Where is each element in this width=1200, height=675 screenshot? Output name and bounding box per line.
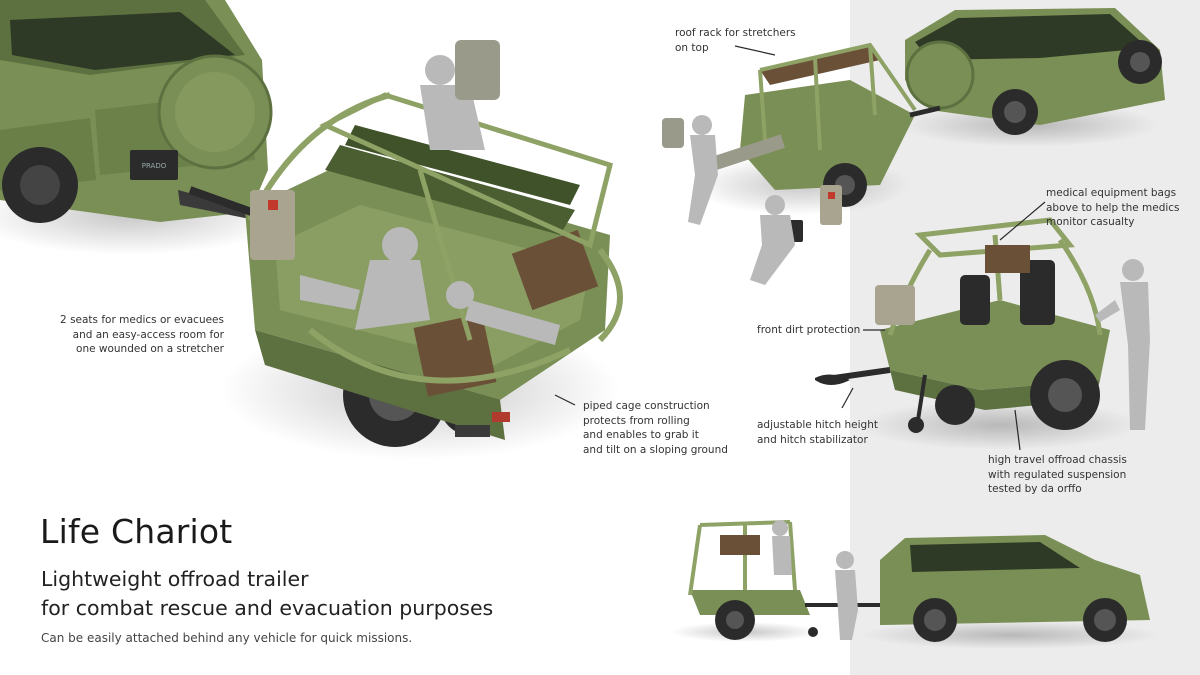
vehicle-badge: PRADO [142,162,167,170]
annotation-chassis: high travel offroad chassis with regulat… [988,454,1127,495]
poster-caption: Can be easily attached behind any vehicl… [41,631,413,645]
annotation-medical-bags: medical equipment bags above to help the… [1046,187,1180,228]
suv-with-trailer-side-view [670,520,1160,649]
annotation-roof-rack: roof rack for stretchers on top [675,27,796,54]
trailer-stretcher-scene [662,42,941,285]
poster-title: Life Chariot [40,512,233,551]
suv-rear-view: PRADO [0,0,290,255]
suv-side-rear-view [900,8,1165,147]
poster-subtitle: Lightweight offroad trailer for combat r… [41,567,494,620]
annotation-leader-lines [554,45,1046,451]
trailer-side-view [815,217,1150,450]
annotation-cage: piped cage construction protects from ro… [583,400,728,456]
main-trailer-iso [188,40,623,460]
annotation-seats: 2 seats for medics or evacuees and an ea… [60,314,224,355]
annotation-dirt-protection: front dirt protection [757,324,861,336]
annotation-hitch: adjustable hitch height and hitch stabil… [757,419,878,446]
